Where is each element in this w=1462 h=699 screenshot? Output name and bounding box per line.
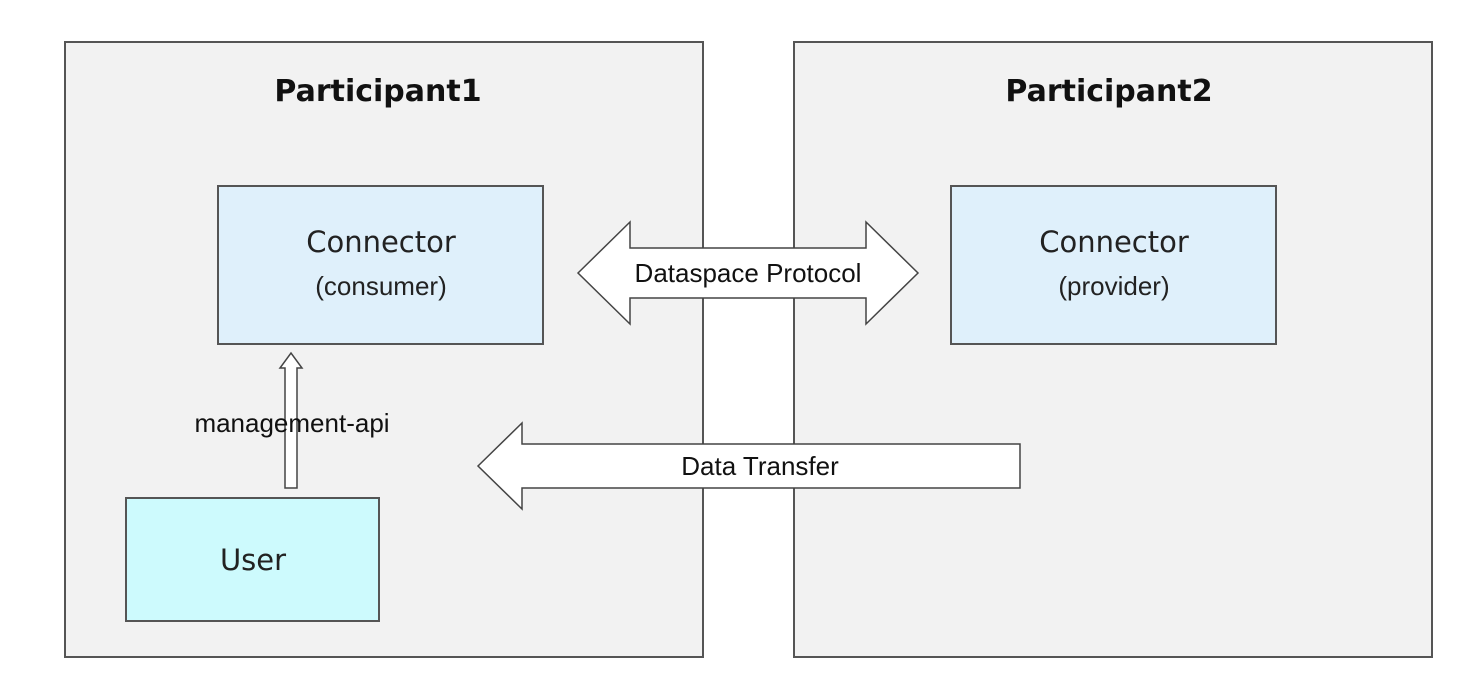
dataspace-protocol-label: Dataspace Protocol	[635, 258, 862, 288]
user-box	[125, 497, 380, 622]
data-transfer-label: Data Transfer	[681, 451, 839, 481]
connector-provider-name: Connector	[1039, 225, 1189, 259]
management-api-label: management-api	[194, 408, 389, 438]
management-api-arrow-shape	[278, 351, 304, 489]
connector-provider-role: (provider)	[1058, 271, 1169, 301]
data-transfer-arrow-shape	[476, 421, 1021, 511]
connector-provider-box	[950, 185, 1277, 345]
management-api-arrow: management-api	[194, 351, 390, 489]
participant2-box	[793, 41, 1433, 658]
participant2-panel: Participant2	[793, 41, 1433, 658]
participant1-title: Participant1	[274, 74, 481, 109]
user: User	[125, 497, 380, 622]
connector-consumer-box	[217, 185, 544, 345]
dataspace-protocol-arrow: Dataspace Protocol	[576, 220, 920, 326]
connector-provider: Connector (provider)	[950, 185, 1277, 345]
connector-consumer: Connector (consumer)	[217, 185, 544, 345]
connector-consumer-name: Connector	[306, 225, 456, 259]
data-transfer-arrow: Data Transfer	[476, 421, 1021, 511]
participant2-title: Participant2	[1005, 74, 1212, 109]
user-label: User	[220, 543, 286, 577]
dataspace-protocol-arrow-shape	[576, 220, 920, 326]
connector-consumer-role: (consumer)	[315, 271, 446, 301]
